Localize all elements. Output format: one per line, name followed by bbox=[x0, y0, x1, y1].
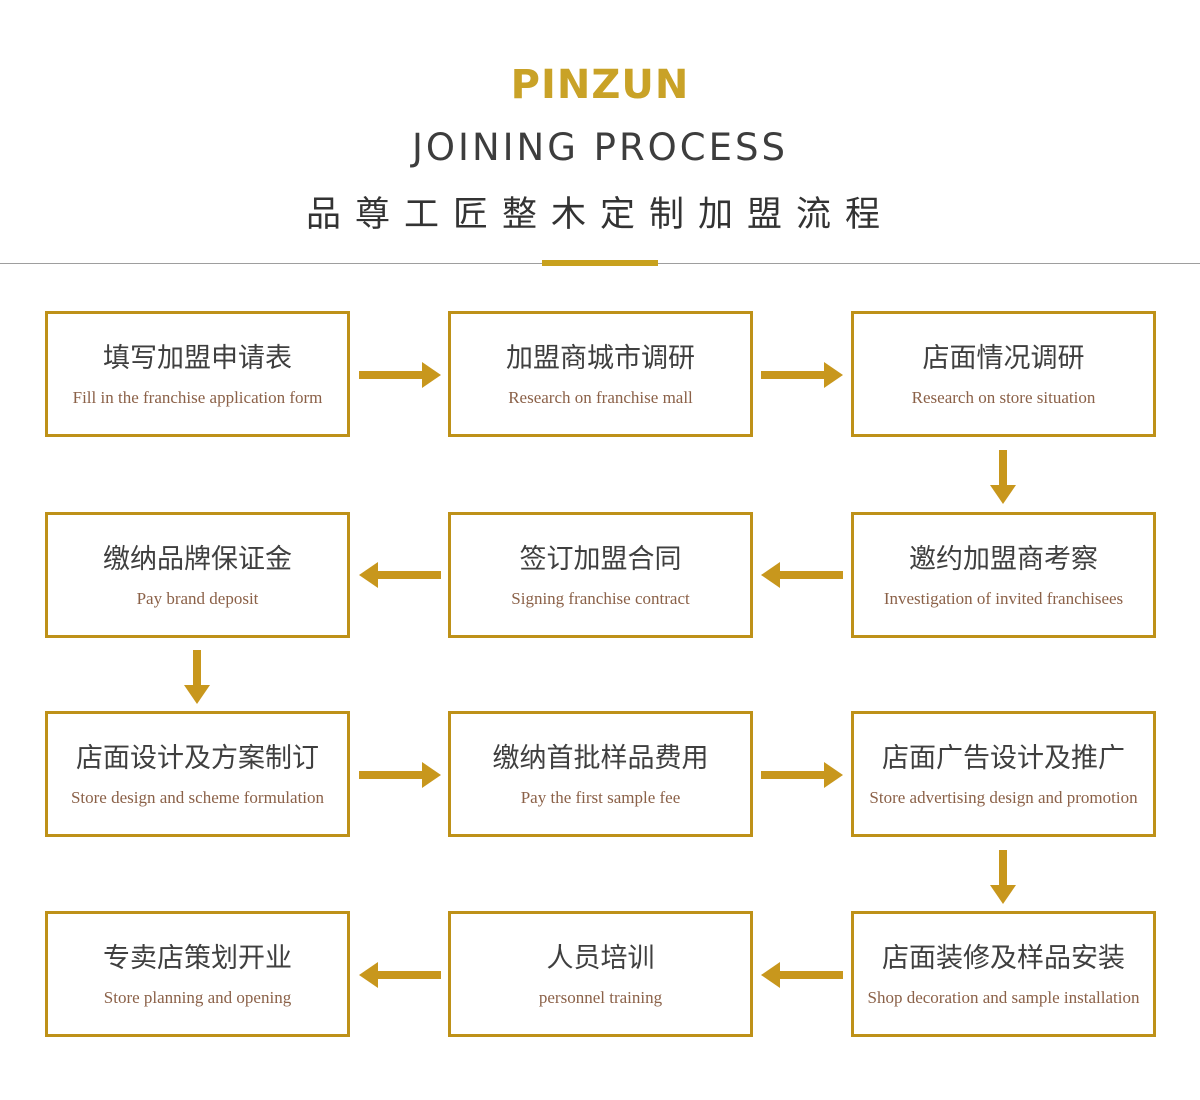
step-title-zh: 签订加盟合同 bbox=[519, 543, 682, 575]
step-subtitle-en: Shop decoration and sample installation bbox=[867, 987, 1140, 1007]
step-box-personnel-training: 人员培训 personnel training bbox=[448, 911, 753, 1037]
step-box-sign-contract: 签订加盟合同 Signing franchise contract bbox=[448, 512, 753, 638]
step-subtitle-en: Fill in the franchise application form bbox=[72, 387, 323, 407]
step-title-zh: 邀约加盟商考察 bbox=[909, 543, 1098, 575]
arrow-down-icon bbox=[988, 450, 1018, 504]
step-title-zh: 加盟商城市调研 bbox=[506, 342, 695, 374]
page-title-zh: 品尊工匠整木定制加盟流程 bbox=[305, 195, 894, 235]
step-subtitle-en: Store planning and opening bbox=[103, 987, 292, 1007]
step-title-zh: 人员培训 bbox=[546, 942, 655, 974]
step-subtitle-en: Store design and scheme formulation bbox=[70, 787, 325, 807]
step-subtitle-en: Research on store situation bbox=[911, 387, 1096, 407]
step-subtitle-en: Pay brand deposit bbox=[136, 588, 259, 608]
step-title-zh: 店面情况调研 bbox=[922, 342, 1085, 374]
step-subtitle-en: Signing franchise contract bbox=[511, 588, 690, 608]
step-box-store-research: 店面情况调研 Research on store situation bbox=[851, 311, 1156, 437]
arrow-right-icon bbox=[359, 760, 441, 790]
step-subtitle-en: Investigation of invited franchisees bbox=[883, 588, 1124, 608]
step-title-zh: 填写加盟申请表 bbox=[103, 342, 292, 374]
step-subtitle-en: personnel training bbox=[538, 987, 663, 1007]
arrow-right-icon bbox=[359, 360, 441, 390]
arrow-left-icon bbox=[761, 560, 843, 590]
arrow-right-icon bbox=[761, 760, 843, 790]
step-title-zh: 店面广告设计及推广 bbox=[882, 742, 1125, 774]
brand-title: PINZUN bbox=[510, 62, 690, 108]
step-subtitle-en: Store advertising design and promotion bbox=[869, 787, 1138, 807]
arrow-left-icon bbox=[761, 960, 843, 990]
step-box-store-design: 店面设计及方案制订 Store design and scheme formul… bbox=[45, 711, 350, 837]
step-box-sample-fee: 缴纳首批样品费用 Pay the first sample fee bbox=[448, 711, 753, 837]
step-box-fill-application: 填写加盟申请表 Fill in the franchise applicatio… bbox=[45, 311, 350, 437]
step-subtitle-en: Pay the first sample fee bbox=[520, 787, 681, 807]
step-title-zh: 缴纳首批样品费用 bbox=[492, 742, 709, 774]
step-box-store-opening: 专卖店策划开业 Store planning and opening bbox=[45, 911, 350, 1037]
step-box-invite-investigation: 邀约加盟商考察 Investigation of invited franchi… bbox=[851, 512, 1156, 638]
step-box-decoration-installation: 店面装修及样品安装 Shop decoration and sample ins… bbox=[851, 911, 1156, 1037]
step-box-ad-design: 店面广告设计及推广 Store advertising design and p… bbox=[851, 711, 1156, 837]
arrow-left-icon bbox=[359, 960, 441, 990]
step-box-brand-deposit: 缴纳品牌保证金 Pay brand deposit bbox=[45, 512, 350, 638]
step-title-zh: 店面装修及样品安装 bbox=[882, 942, 1125, 974]
arrow-left-icon bbox=[359, 560, 441, 590]
arrow-down-icon bbox=[182, 650, 212, 704]
arrow-down-icon bbox=[988, 850, 1018, 904]
step-title-zh: 店面设计及方案制订 bbox=[76, 742, 319, 774]
step-subtitle-en: Research on franchise mall bbox=[508, 387, 693, 407]
step-box-city-research: 加盟商城市调研 Research on franchise mall bbox=[448, 311, 753, 437]
page-subtitle-en: JOINING PROCESS bbox=[412, 126, 788, 169]
arrow-right-icon bbox=[761, 360, 843, 390]
step-title-zh: 专卖店策划开业 bbox=[103, 942, 292, 974]
step-title-zh: 缴纳品牌保证金 bbox=[103, 543, 292, 575]
header-divider-accent bbox=[542, 260, 658, 266]
